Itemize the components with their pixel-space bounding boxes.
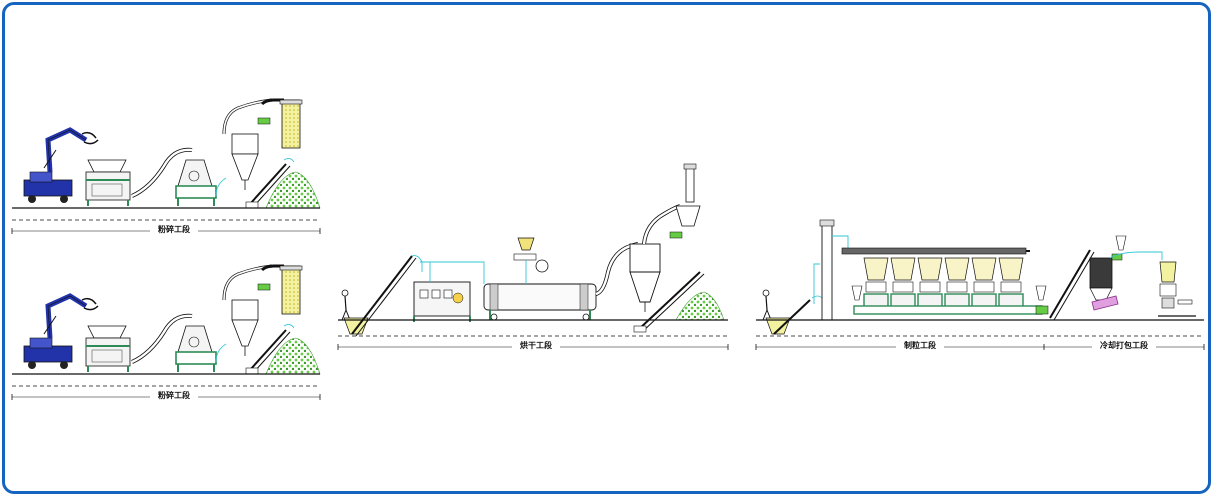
cooler-packing bbox=[1049, 235, 1196, 321]
crushing-line-bottom bbox=[12, 266, 320, 400]
label-pelletizing: 制粒工段 bbox=[904, 340, 936, 350]
screw-conveyor bbox=[841, 247, 1027, 255]
label-cooling-packing: 冷却打包工段 bbox=[1100, 340, 1148, 350]
label-crushing-bottom: 粉碎工段 bbox=[158, 390, 190, 400]
pellet-mills bbox=[851, 257, 1049, 315]
rotary-dryer bbox=[483, 283, 597, 321]
drying-cyclone bbox=[629, 163, 701, 312]
bucket-elevator bbox=[821, 223, 833, 321]
worker-figure bbox=[341, 289, 351, 321]
label-crushing-top: 粉碎工段 bbox=[158, 224, 190, 234]
crushing-line-top bbox=[12, 100, 320, 234]
pelletizing-line bbox=[755, 219, 1205, 350]
dried-pile bbox=[675, 291, 725, 321]
hot-air-furnace bbox=[413, 281, 471, 322]
label-drying: 烘干工段 bbox=[520, 340, 552, 350]
drying-line bbox=[337, 163, 729, 350]
